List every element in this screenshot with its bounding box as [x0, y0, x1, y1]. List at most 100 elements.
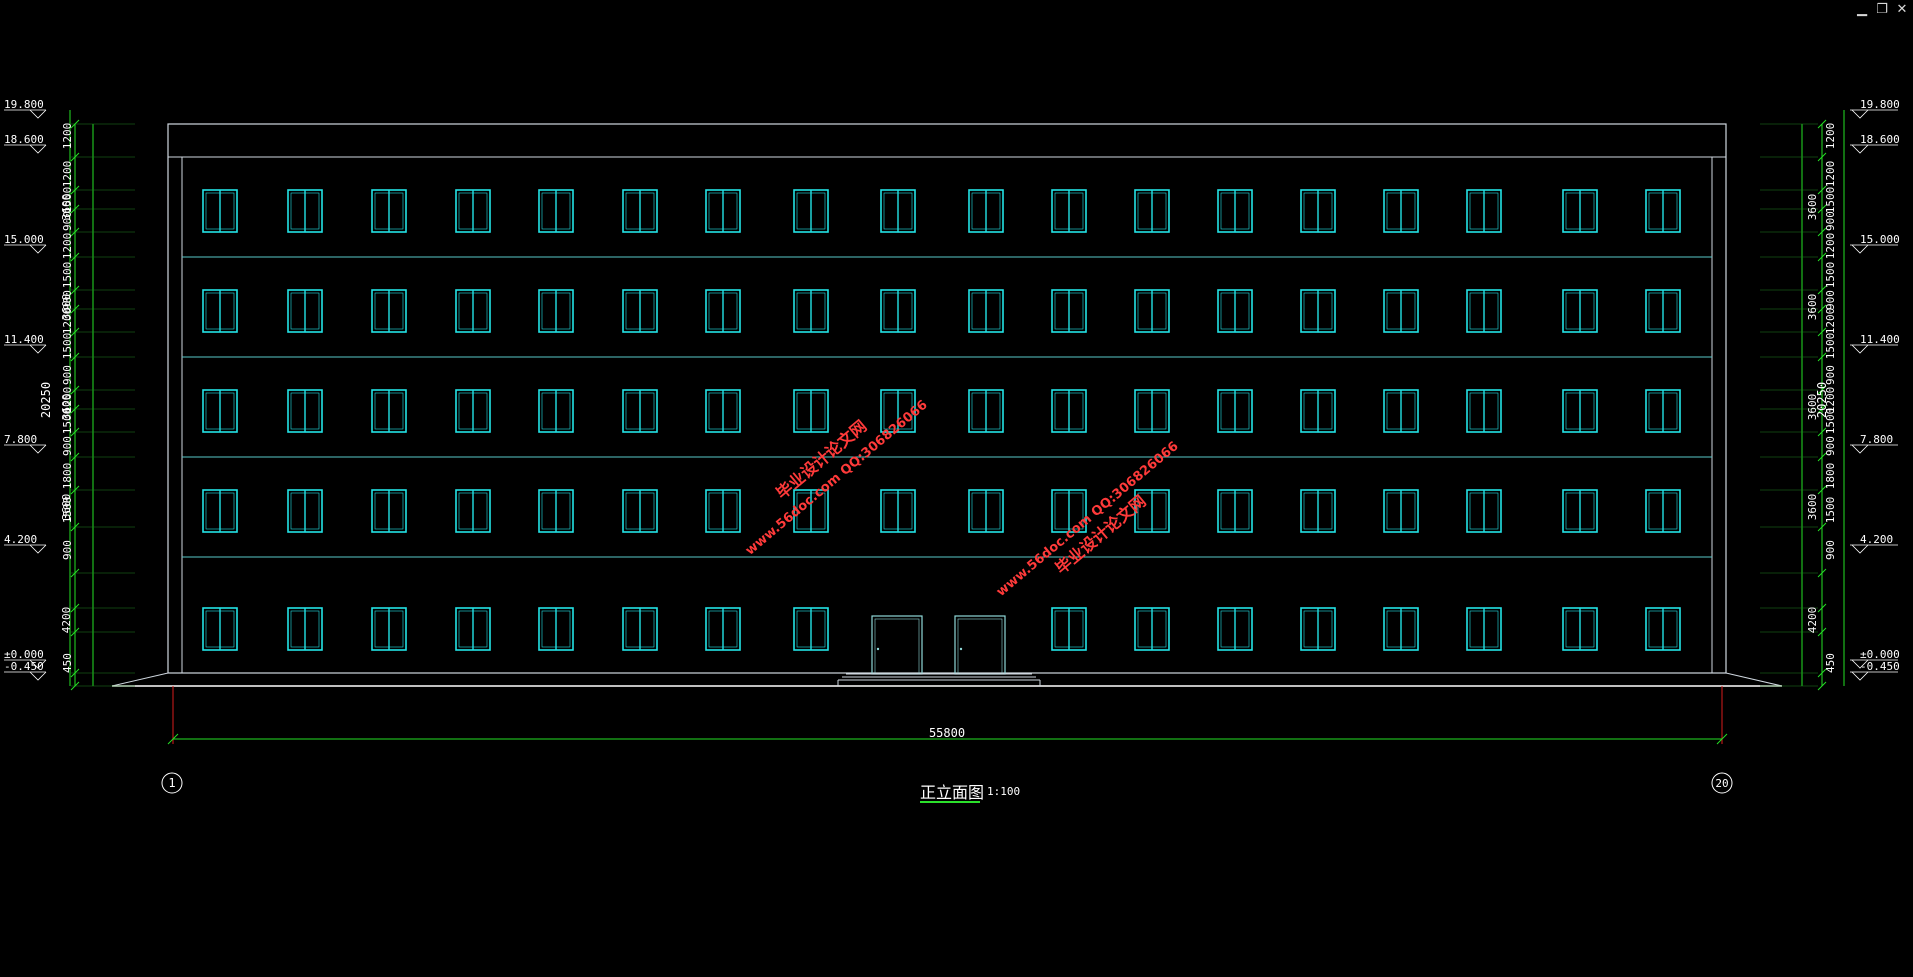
- window: [1217, 607, 1253, 651]
- segment-dimension: 1200: [1824, 387, 1837, 414]
- window-pane: [458, 292, 488, 330]
- window-pane: [1054, 610, 1084, 648]
- window: [371, 289, 407, 333]
- segment-dimension: 1200: [1824, 161, 1837, 188]
- segment-dimension: 1500: [61, 187, 74, 214]
- axis-bubble-left: [161, 772, 183, 794]
- window: [968, 189, 1004, 233]
- window: [371, 389, 407, 433]
- window-pane: [458, 192, 488, 230]
- window-pane: [541, 610, 571, 648]
- segment-dimension: 1200: [61, 308, 74, 335]
- window: [455, 607, 491, 651]
- window-pane: [1137, 292, 1167, 330]
- floor-height-dimension: 4200: [1806, 607, 1819, 634]
- segment-dimension: 900: [1824, 290, 1837, 310]
- restore-icon[interactable]: ❐: [1876, 2, 1888, 17]
- segment-dimension: 900: [1824, 436, 1837, 456]
- window: [880, 289, 916, 333]
- window-pane: [1386, 492, 1416, 530]
- window: [705, 189, 741, 233]
- window-pane: [796, 610, 826, 648]
- window-pane: [883, 392, 913, 430]
- level-marker: ±0.000: [4, 648, 47, 669]
- window: [1134, 189, 1170, 233]
- dim-tick: [1716, 733, 1728, 745]
- window-pane: [1469, 492, 1499, 530]
- door-leaf: [957, 618, 1003, 675]
- door-frame: [871, 615, 923, 675]
- window: [287, 607, 323, 651]
- window-pane: [971, 192, 1001, 230]
- window-pane: [1469, 292, 1499, 330]
- level-triangle: [1851, 544, 1869, 554]
- window-pane: [1648, 492, 1678, 530]
- window-pane: [1565, 610, 1595, 648]
- window: [1466, 607, 1502, 651]
- dim-tick: [1817, 485, 1827, 495]
- segment-dimension: 1500: [61, 408, 74, 435]
- window: [371, 189, 407, 233]
- level-marker: 19.800: [4, 98, 47, 119]
- segment-dimension: 900: [61, 540, 74, 560]
- window: [287, 389, 323, 433]
- level-marker: 19.800: [1850, 98, 1900, 119]
- dimension-chain-L: 1200120015009001200150090012001500900120…: [39, 110, 135, 691]
- watermark-text-2: www.56doc.com QQ:306826066: [743, 398, 931, 559]
- level-triangle: [29, 659, 47, 669]
- window: [371, 489, 407, 533]
- window-pane: [1565, 192, 1595, 230]
- window-pane: [625, 492, 655, 530]
- window: [287, 189, 323, 233]
- dim-tick: [70, 204, 80, 214]
- level-text: ±0.000: [1860, 648, 1900, 661]
- window-pane: [541, 192, 571, 230]
- dim-tick: [1817, 668, 1827, 678]
- window-pane: [374, 492, 404, 530]
- window: [1562, 189, 1598, 233]
- total-height-dimension: 20250: [1815, 382, 1829, 418]
- dim-tick: [1817, 252, 1827, 262]
- level-marker: 18.600: [4, 133, 47, 154]
- window: [1383, 607, 1419, 651]
- window: [287, 289, 323, 333]
- level-text: 18.600: [1860, 133, 1900, 146]
- level-triangle: [29, 244, 47, 254]
- drawing-scale: 1:100: [987, 785, 1021, 798]
- segment-dimension: 900: [61, 211, 74, 231]
- level-triangle: [1851, 344, 1869, 354]
- window: [793, 289, 829, 333]
- window: [1217, 389, 1253, 433]
- window: [705, 607, 741, 651]
- axis-bubble-right: [1711, 772, 1733, 794]
- dim-tick: [70, 427, 80, 437]
- level-text: 11.400: [4, 333, 44, 346]
- dim-tick: [1817, 627, 1827, 637]
- level-marker: 4.200: [1850, 533, 1898, 554]
- window-pane: [1054, 492, 1084, 530]
- dim-tick: [70, 668, 80, 678]
- level-text: ±0.000: [4, 648, 44, 661]
- level-marker: -0.450: [4, 660, 47, 681]
- level-marker: 15.000: [1850, 233, 1900, 254]
- title-underline: [920, 801, 980, 803]
- level-text: 7.800: [1860, 433, 1893, 446]
- window-pane: [796, 392, 826, 430]
- door-frame: [954, 615, 1006, 675]
- entrance-door: [871, 615, 923, 675]
- floor-height-dimension: 3600: [60, 294, 73, 321]
- minimize-icon[interactable]: ▁: [1857, 2, 1867, 17]
- dim-tick: [1817, 152, 1827, 162]
- door-handle: [959, 647, 963, 651]
- window-pane: [971, 492, 1001, 530]
- dim-tick: [1817, 327, 1827, 337]
- close-icon[interactable]: ✕: [1896, 2, 1908, 17]
- segment-dimension: 1500: [61, 497, 74, 524]
- window: [202, 607, 238, 651]
- window-pane: [1648, 610, 1678, 648]
- segment-dimension: 1200: [61, 161, 74, 188]
- window: [1300, 489, 1336, 533]
- dim-tick: [70, 404, 80, 414]
- level-marker: 7.800: [1850, 433, 1898, 454]
